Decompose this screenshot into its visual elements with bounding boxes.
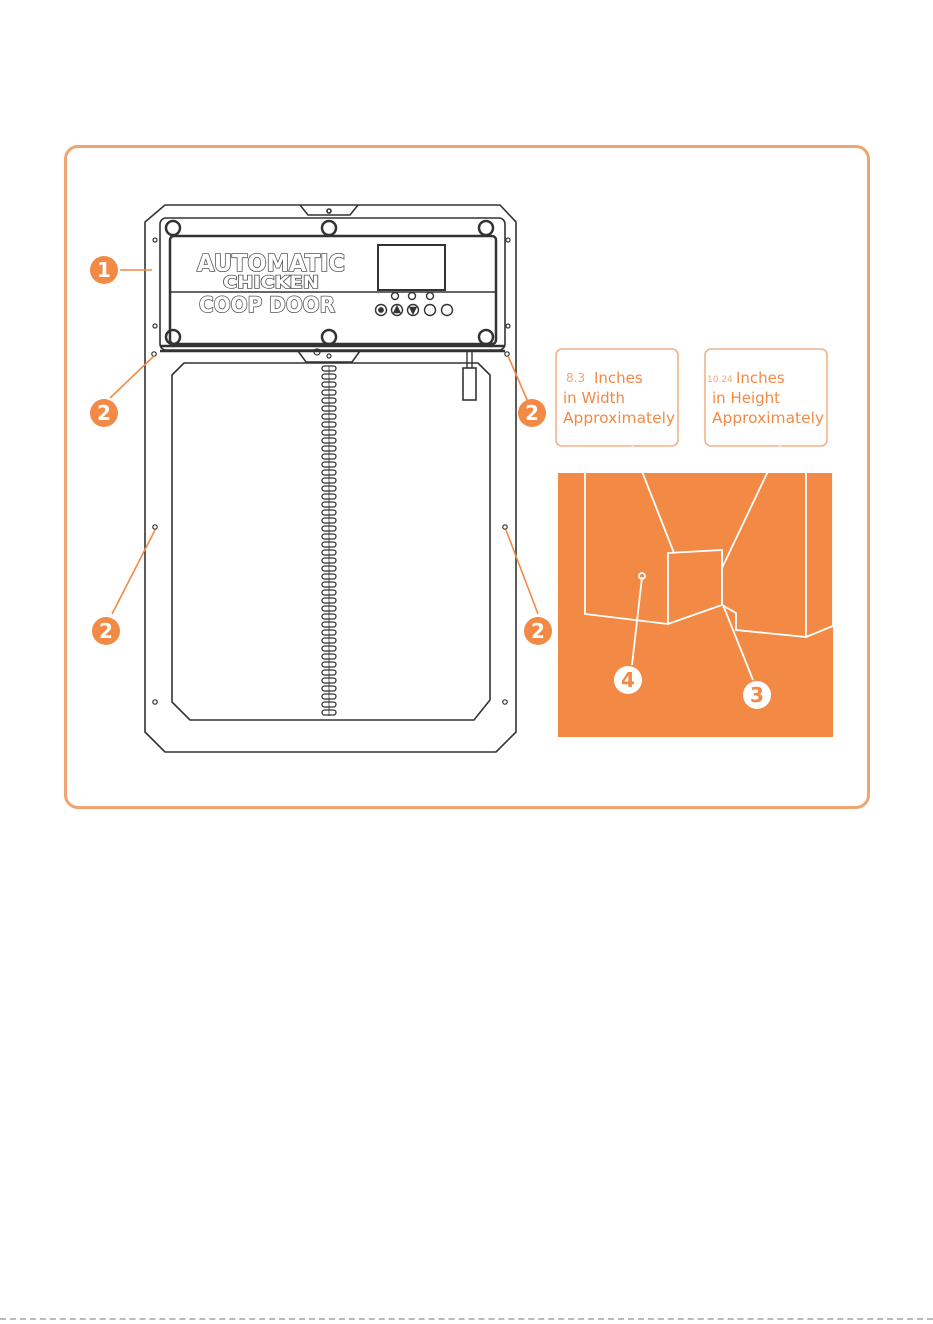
screw-icon <box>322 330 336 344</box>
marker-2-mid-right: 2 <box>524 617 552 645</box>
power-cable <box>463 352 476 400</box>
control-box-bottom-rail <box>160 346 505 351</box>
height-line-3: Approximately <box>712 409 824 427</box>
screw-icon <box>166 221 180 235</box>
height-callout: 10.24 Inches in Height Approximately <box>705 349 827 446</box>
svg-text:2: 2 <box>99 619 113 643</box>
svg-text:2: 2 <box>525 401 539 425</box>
width-value: 8.3 <box>566 371 585 385</box>
marker-2-top-right: 2 <box>518 399 546 427</box>
height-unit: Inches <box>736 369 785 387</box>
width-callout: 8.3 Inches in Width Approximately <box>556 349 678 446</box>
marker-4: 4 <box>614 666 642 694</box>
svg-text:3: 3 <box>750 683 764 707</box>
control-buttons <box>376 305 453 316</box>
logo-line-2: CHICKEN <box>223 273 319 293</box>
marker-3: 3 <box>743 681 771 709</box>
height-line-2: in Height <box>712 389 780 407</box>
cable-plug <box>463 368 476 400</box>
width-line-3: Approximately <box>563 409 675 427</box>
gear-rack <box>322 366 336 716</box>
page-bottom-rule <box>0 1318 933 1320</box>
logo-line-3: COOP DOOR <box>199 293 335 317</box>
time-button-icon <box>425 305 436 316</box>
marker-1: 1 <box>90 256 118 284</box>
control-box-screws <box>166 221 493 344</box>
center-bottom-tab <box>298 351 360 362</box>
height-value: 10.24 <box>707 375 733 385</box>
detail-background <box>558 473 833 737</box>
marker-2-top-left: 2 <box>90 399 118 427</box>
svg-text:4: 4 <box>621 668 635 692</box>
lcd-indicator-dots <box>392 293 434 300</box>
product-logo: AUTOMATIC CHICKEN COOP DOOR <box>197 251 345 317</box>
svg-text:1: 1 <box>97 258 111 282</box>
screw-icon <box>322 221 336 235</box>
light-button-icon <box>442 305 453 316</box>
screw-icon <box>479 330 493 344</box>
svg-text:2: 2 <box>97 401 111 425</box>
width-line-2: in Width <box>563 389 625 407</box>
screw-icon <box>479 221 493 235</box>
width-unit: Inches <box>594 369 643 387</box>
svg-text:2: 2 <box>531 619 545 643</box>
lcd-display <box>378 245 445 290</box>
top-tab-hole <box>327 209 331 213</box>
installation-detail: 4 3 <box>558 446 833 737</box>
marker-2-mid-left: 2 <box>92 617 120 645</box>
screw-icon <box>166 330 180 344</box>
